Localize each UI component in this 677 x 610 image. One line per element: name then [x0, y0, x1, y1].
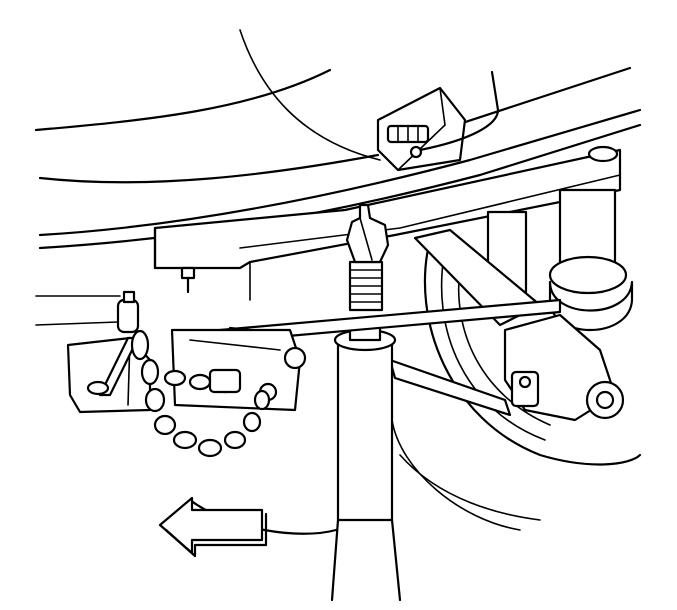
wheel-hub	[423, 238, 642, 466]
shock-absorber	[486, 188, 634, 331]
safety-chain	[116, 290, 271, 458]
frame-bolt	[180, 266, 196, 294]
mount-bracket	[376, 70, 500, 172]
lower-control-arm	[388, 228, 625, 422]
direction-arrow-icon	[158, 496, 268, 558]
jack-stand	[330, 203, 402, 602]
